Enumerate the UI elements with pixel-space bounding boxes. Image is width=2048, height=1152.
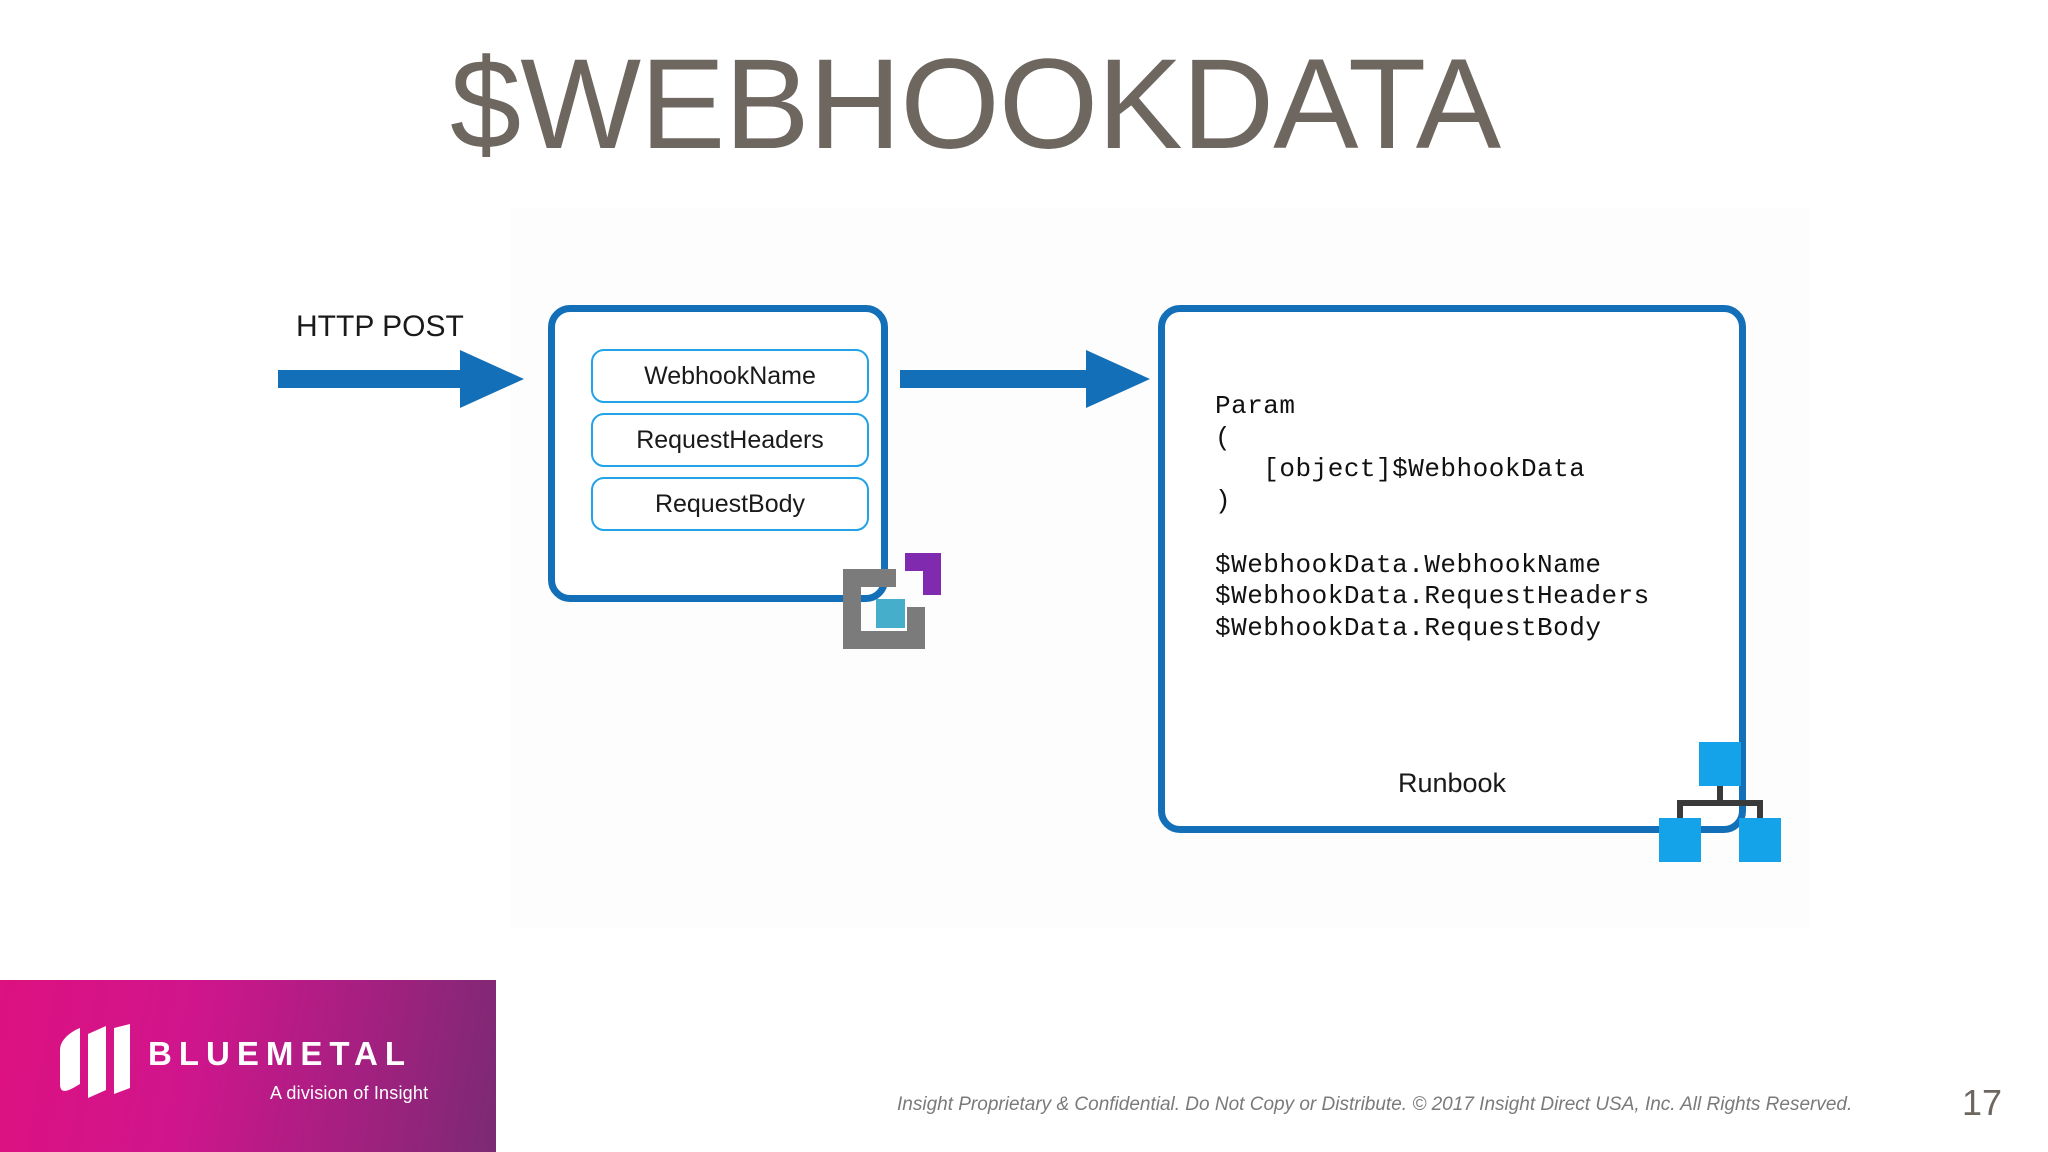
confidentiality-note: Insight Proprietary & Confidential. Do N…	[897, 1094, 1853, 1115]
hierarchy-icon	[1659, 742, 1781, 862]
runbook-caption: Runbook	[1397, 768, 1507, 798]
bluemetal-logo-mark	[60, 1024, 130, 1098]
runbook-code-block: Param ( [object]$WebhookData ) $WebhookD…	[1215, 391, 1650, 644]
runbook-box: Param ( [object]$WebhookData ) $WebhookD…	[1158, 305, 1746, 833]
webhook-to-runbook-arrow	[900, 350, 1150, 408]
webhook-field-webhookname: WebhookName	[591, 349, 869, 403]
bluemetal-wordmark: BLUEMETAL	[148, 1035, 413, 1072]
http-post-arrow	[278, 350, 524, 408]
bluemetal-logo-band: BLUEMETAL A division of Insight	[0, 980, 496, 1152]
webhook-data-box: WebhookName RequestHeaders RequestBody	[548, 305, 888, 602]
webhook-field-list: WebhookName RequestHeaders RequestBody	[591, 349, 869, 531]
page-title: $WEBHOOKDATA	[450, 33, 1501, 176]
azure-automation-icon	[843, 553, 941, 649]
http-post-label: HTTP POST	[296, 310, 464, 343]
webhook-field-requestbody: RequestBody	[591, 477, 869, 531]
bluemetal-tagline: A division of Insight	[270, 1083, 429, 1103]
webhook-field-requestheaders: RequestHeaders	[591, 413, 869, 467]
page-number: 17	[1962, 1082, 2003, 1123]
